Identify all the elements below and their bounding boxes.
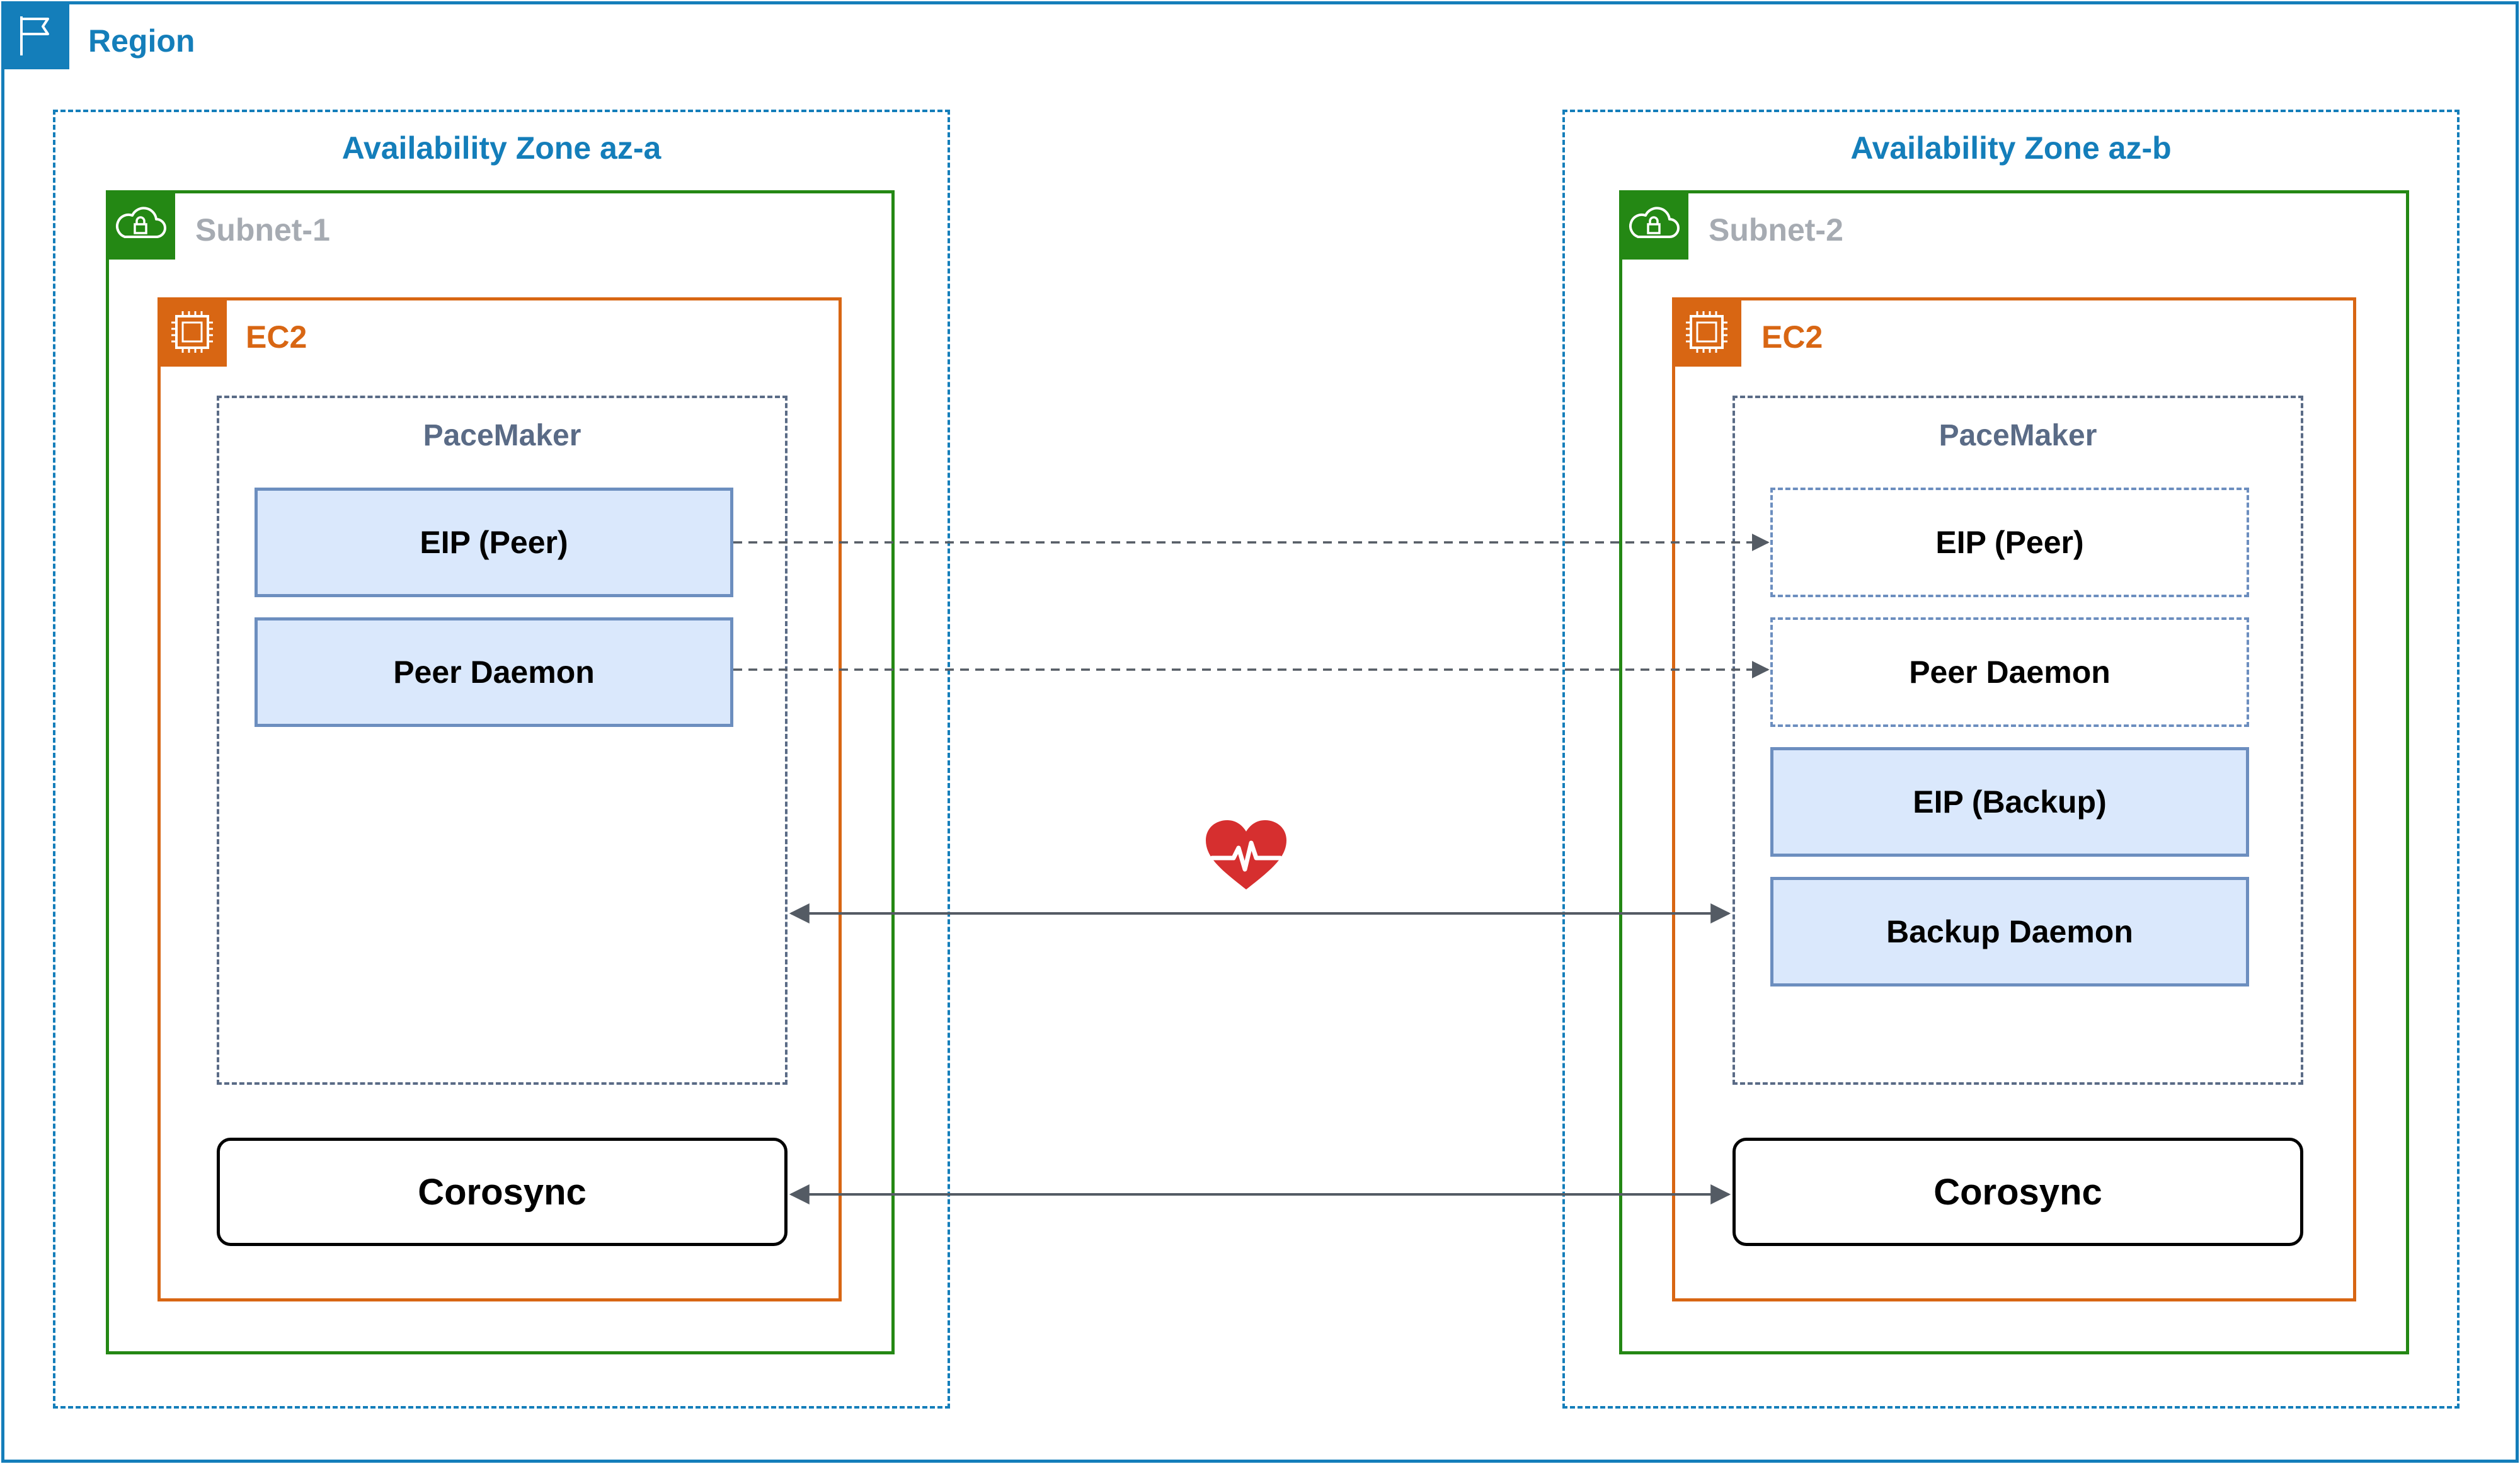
ec2-b-label: EC2 xyxy=(1761,319,1823,355)
ec2-instance-b xyxy=(1672,297,2356,1301)
availability-zone-a-label: Availability Zone az-a xyxy=(341,130,662,166)
chip-icon xyxy=(1672,297,1741,367)
peer-daemon-box-a: Peer Daemon xyxy=(255,617,733,727)
pacemaker-b-label: PaceMaker xyxy=(1939,418,2097,452)
pacemaker-b-group xyxy=(1732,396,2303,1085)
eip-backup-box: EIP (Backup) xyxy=(1770,747,2249,857)
chip-icon xyxy=(158,297,227,367)
availability-zone-b xyxy=(1562,110,2460,1409)
cloud-lock-icon xyxy=(1619,190,1688,260)
corosync-box-a: Corosync xyxy=(217,1138,788,1246)
flag-icon xyxy=(1,1,69,69)
eip-peer-box-a: EIP (Peer) xyxy=(255,488,733,597)
region-label: Region xyxy=(88,23,195,59)
subnet-2-label: Subnet-2 xyxy=(1709,212,1843,248)
corosync-box-b: Corosync xyxy=(1732,1138,2303,1246)
eip-peer-box-b: EIP (Peer) xyxy=(1770,488,2249,597)
cloud-lock-icon xyxy=(106,190,175,260)
ec2-instance-a xyxy=(158,297,842,1301)
availability-zone-b-label: Availability Zone az-b xyxy=(1850,130,2172,166)
subnet-2-group xyxy=(1619,190,2409,1354)
subnet-1-group xyxy=(106,190,895,1354)
heartbeat-icon xyxy=(1203,819,1289,892)
backup-daemon-box: Backup Daemon xyxy=(1770,877,2249,986)
availability-zone-a xyxy=(53,110,950,1409)
subnet-1-label: Subnet-1 xyxy=(195,212,330,248)
ec2-a-label: EC2 xyxy=(246,319,307,355)
peer-daemon-box-b: Peer Daemon xyxy=(1770,617,2249,727)
pacemaker-a-group xyxy=(217,396,788,1085)
pacemaker-a-label: PaceMaker xyxy=(423,418,581,452)
